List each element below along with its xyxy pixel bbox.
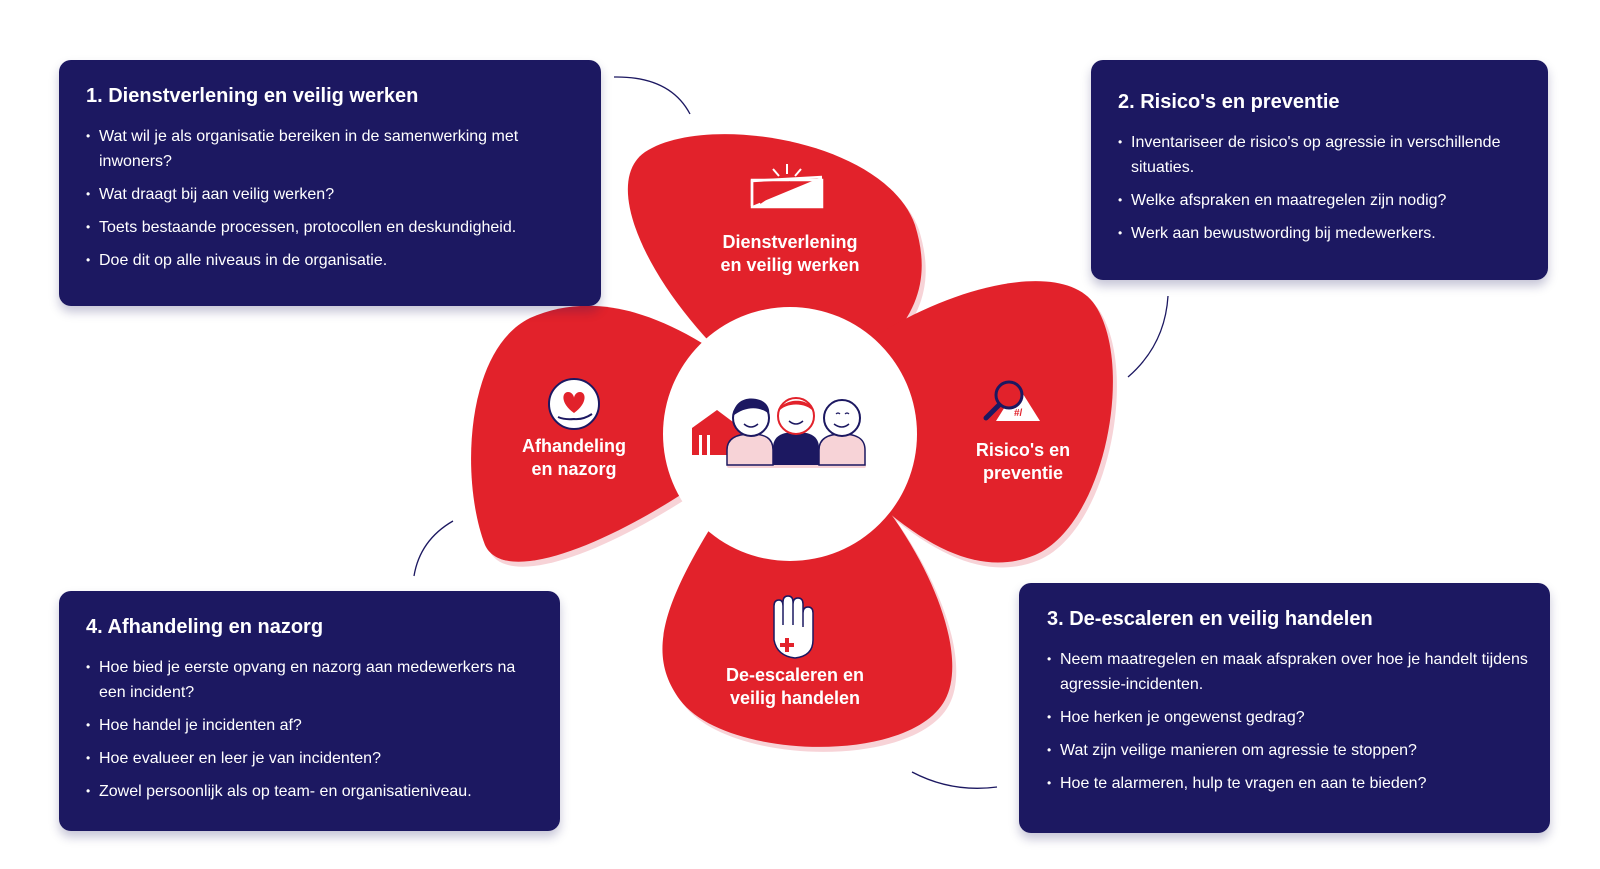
bullet-item: Werk aan bewustwording bij medewerkers. <box>1118 221 1526 246</box>
bullet-list: Hoe bied je eerste opvang en nazorg aan … <box>86 655 538 804</box>
bullet-list: Inventariseer de risico's op agressie in… <box>1118 130 1526 246</box>
connector-arc-2 <box>1127 295 1169 378</box>
bullet-item: Hoe handel je incidenten af? <box>86 713 538 738</box>
bullet-list: Neem maatregelen en maak afspraken over … <box>1047 647 1528 796</box>
box-title: 1. Dienstverlening en veilig werken <box>86 85 419 107</box>
stop-hand-icon <box>773 595 814 659</box>
connector-arc-1 <box>613 76 691 115</box>
info-box-risicos: 2. Risico's en preventie Inventariseer d… <box>1091 60 1548 280</box>
svg-text:#/: #/ <box>1014 408 1023 419</box>
magnifier-warning-icon: #/ <box>983 380 1040 421</box>
connector-arcs <box>413 76 1169 789</box>
people-icon <box>692 397 866 468</box>
bullet-item: Hoe herken je ongewenst gedrag? <box>1047 705 1528 730</box>
box-title: 4. Afhandeling en nazorg <box>86 616 324 638</box>
bullet-item: Hoe te alarmeren, hulp te vragen en aan … <box>1047 771 1528 796</box>
bullet-list: Wat wil je als organisatie bereiken in d… <box>86 124 579 273</box>
heart-hand-icon <box>548 378 600 430</box>
connector-arc-4 <box>413 520 454 577</box>
info-box-deescaleren: 3. De-escaleren en veilig handelen Neem … <box>1019 583 1550 833</box>
connector-arc-3 <box>911 771 998 789</box>
road-icon <box>750 164 824 209</box>
info-box-afhandeling: 4. Afhandeling en nazorg Hoe bied je eer… <box>59 591 560 831</box>
box-title: 3. De-escaleren en veilig handelen <box>1047 608 1373 630</box>
bullet-item: Inventariseer de risico's op agressie in… <box>1118 130 1526 180</box>
bullet-item: Wat draagt bij aan veilig werken? <box>86 182 579 207</box>
bullet-item: Neem maatregelen en maak afspraken over … <box>1047 647 1528 697</box>
bullet-item: Wat wil je als organisatie bereiken in d… <box>86 124 579 174</box>
bullet-item: Wat zijn veilige manieren om agressie te… <box>1047 738 1528 763</box>
box-title: 2. Risico's en preventie <box>1118 91 1340 113</box>
bullet-item: Zowel persoonlijk als op team- en organi… <box>86 779 538 804</box>
bullet-item: Hoe bied je eerste opvang en nazorg aan … <box>86 655 538 705</box>
bullet-item: Hoe evalueer en leer je van incidenten? <box>86 746 538 771</box>
bullet-item: Toets bestaande processen, protocollen e… <box>86 215 579 240</box>
bullet-item: Doe dit op alle niveaus in de organisati… <box>86 248 579 273</box>
bullet-item: Welke afspraken en maatregelen zijn nodi… <box>1118 188 1526 213</box>
info-box-dienstverlening: 1. Dienstverlening en veilig werken Wat … <box>59 60 601 306</box>
